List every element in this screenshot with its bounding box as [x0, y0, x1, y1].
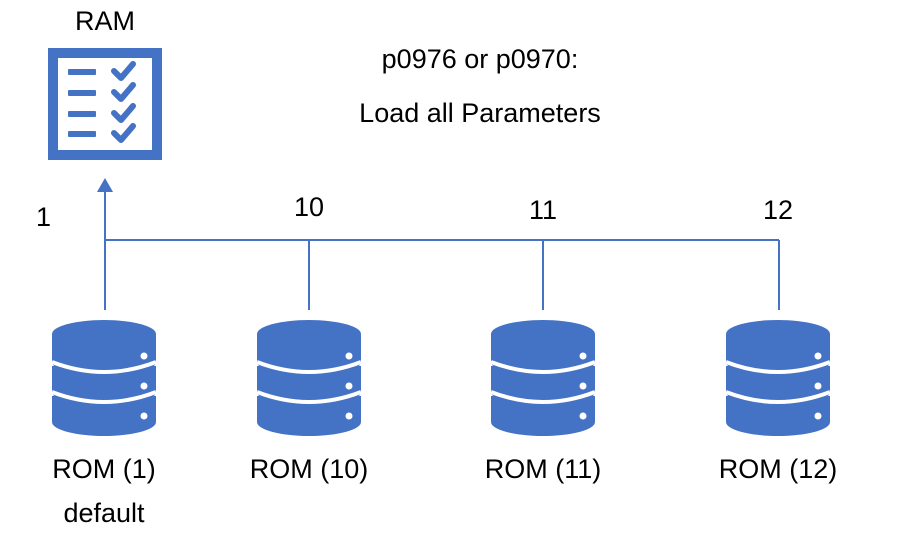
branch-value-rom12: 12 [762, 195, 794, 225]
branch-value-rom11: 11 [528, 195, 558, 225]
rom-sublabel: default [63, 498, 145, 528]
connector-lines [104, 188, 780, 310]
database-icon [490, 320, 596, 436]
rom-label: ROM (11) [484, 454, 602, 484]
rom-label: ROM (1) [52, 454, 156, 484]
database-icon [51, 320, 157, 436]
ram-label: RAM [75, 6, 135, 36]
branch-value-rom10: 10 [293, 192, 325, 222]
rom-label: ROM (12) [718, 454, 838, 484]
database-icon [725, 320, 831, 436]
rom-label: ROM (10) [249, 454, 369, 484]
checklist-icon [48, 48, 162, 160]
database-icon [256, 320, 362, 436]
branch-value-ram: 1 [36, 202, 52, 232]
arrow-head [97, 178, 113, 192]
command-title: p0976 or p0970: [381, 44, 579, 74]
command-subtitle: Load all Parameters [359, 98, 601, 128]
